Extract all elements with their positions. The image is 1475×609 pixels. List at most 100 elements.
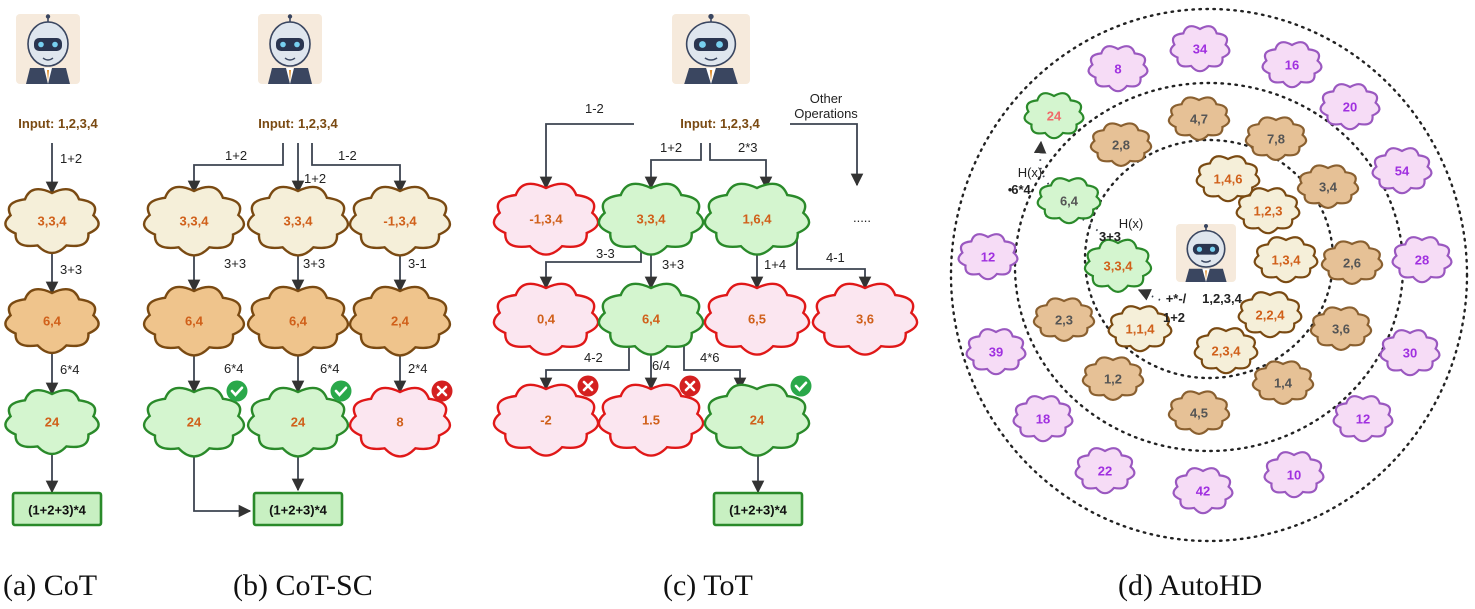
tot-edge-top-1: [539, 123, 634, 190]
cot-sc-col2-node-2-shape: [246, 285, 350, 357]
cot-sc-col1-op-2: 6*4: [224, 361, 244, 376]
cot-answer-box: [11, 491, 103, 527]
cot-sc-robot-avatar: [258, 14, 322, 84]
autohd-middle-node-8-label: 1,2: [1104, 372, 1122, 387]
cot-sc-col3-node-3: 8: [348, 386, 452, 458]
autohd-middle-node-4-label: 2,6: [1343, 256, 1361, 271]
autohd-outer-node-4: 54: [1371, 147, 1433, 195]
autohd-robot-avatar-tie: [1205, 270, 1207, 281]
autohd-inner-node-2-shape: [1235, 187, 1301, 235]
cot-node-2: 6,4: [4, 288, 100, 355]
tot-level2-node-3-label: 6,5: [748, 312, 766, 327]
tot-other-operations-line-1: Other: [810, 91, 843, 106]
autohd-middle-node-1: 4,7: [1167, 96, 1231, 142]
autohd-ring-3: [949, 7, 1469, 543]
tot-level1-node-3-label: 1,6,4: [743, 212, 773, 227]
autohd-outer-node-6: 30: [1379, 329, 1441, 377]
autohd-op-outer-label: 6*4: [1011, 182, 1031, 197]
tot-level1-node-2-shape: [597, 182, 705, 256]
autohd-middle-node-1-shape: [1167, 96, 1231, 142]
cot-sc-robot-avatar-visor: [276, 38, 304, 51]
cot-sc-col1-node-1: 3,3,4: [142, 185, 246, 257]
cot-sc-branch-op-3: 1-2: [338, 148, 357, 163]
cot-robot-avatar-visor: [34, 38, 62, 51]
cot-sc-col3-node-1-shape: [348, 185, 452, 257]
tot-robot-avatar-tie: [709, 70, 713, 82]
robot-avatars: [16, 13, 1236, 282]
cot-sc-col1-node-2-label: 6,4: [185, 314, 204, 329]
cot-robot-avatar-antenna-tip: [45, 14, 51, 19]
cot-sc-col3-node-2-shape: [348, 285, 452, 357]
autohd-outer-node-5-shape: [1391, 236, 1453, 284]
tot-level3-node-1-shape: [492, 383, 600, 457]
autohd-inner-node-6: 1,1,4: [1107, 305, 1173, 353]
autohd-inner-node-3-shape: [1253, 236, 1319, 284]
tot-level2-node-4: 3,6: [811, 282, 919, 356]
autohd-outer-node-8-shape: [1263, 451, 1325, 499]
caption-tot: (c) ToT: [663, 569, 753, 602]
autohd-hx-inner-label: H(x): [1119, 216, 1144, 231]
cot-sc-robot-avatar-eye-left: [280, 41, 286, 48]
autohd-inner-node-6-label: 1,1,4: [1126, 322, 1156, 337]
tot-robot-avatar-mouth: [704, 57, 718, 61]
autohd-middle-node-6-label: 1,4: [1274, 376, 1293, 391]
autohd-outer-node-12: 39: [965, 328, 1027, 376]
autohd-outer-node-9-shape: [1172, 467, 1234, 515]
cot-robot-avatar: [16, 14, 80, 84]
cot-input-label: Input: 1,2,3,4: [18, 116, 98, 131]
cot-sc-col2-node-2-label: 6,4: [289, 314, 308, 329]
cot-sc-robot-avatar-tie: [289, 70, 291, 82]
cot-node-2-shape: [4, 288, 100, 355]
tot-level3-op-1: 4-2: [584, 350, 603, 365]
tot-level3-op-2: 6/4: [652, 358, 670, 373]
autohd-middle-node-9-shape: [1032, 297, 1096, 343]
cot-sc-answer-label: (1+2+3)*4: [269, 503, 328, 518]
autohd-middle-node-9: 2,3: [1032, 297, 1096, 343]
autohd-outer-node-9: 42: [1172, 467, 1234, 515]
autohd-outer-node-1-shape: [1169, 25, 1231, 73]
tot-level2-node-4-label: 3,6: [856, 312, 874, 327]
cot-sc-col3-node-3-shape: [348, 386, 452, 458]
cot-node-1-shape: [4, 188, 100, 255]
cot-sc-col2-node-1-shape: [246, 185, 350, 257]
tot-edge-top-3: [709, 143, 773, 190]
tot-cross-badge-1-cross-icon: [582, 380, 594, 392]
autohd-middle-node-3: 3,4: [1296, 164, 1360, 210]
autohd-robot-avatar-eye-right: [1209, 246, 1216, 252]
cot-step-1: 1+2: [60, 151, 82, 166]
autohd-outer-node-10: 22: [1074, 447, 1136, 495]
tot-level3-node-2-label: 1.5: [642, 413, 660, 428]
autohd-middle-node-4-shape: [1320, 240, 1384, 286]
autohd-outer-node-15-label: 24: [1047, 109, 1062, 124]
cot-sc-col1-node-2: 6,4: [142, 285, 246, 357]
tot-level1-node-2: 3,3,4: [597, 182, 705, 256]
autohd-inner-node-2: 1,2,3: [1235, 187, 1301, 235]
autohd-outer-node-3-shape: [1319, 83, 1381, 131]
autohd-robot-avatar: [1176, 224, 1236, 282]
autohd-inner-node-7-shape: [1083, 238, 1153, 293]
autohd-outer-node-15: 24: [1023, 92, 1085, 140]
autohd-inner-node-5-shape: [1193, 327, 1259, 375]
cot-answer: (1+2+3)*4: [11, 491, 103, 527]
autohd-inner-node-4: 2,2,4: [1237, 291, 1303, 339]
cot-sc-col2-node-1: 3,3,4: [246, 185, 350, 257]
autohd-inner-node-5: 2,3,4: [1193, 327, 1259, 375]
autohd-outer-node-14: 8: [1087, 45, 1149, 93]
autohd-ops-root-label: +*-/: [1166, 291, 1187, 306]
autohd-inner-node-1-shape: [1195, 155, 1261, 203]
cot-sc-col2-check-badge-check-icon: [334, 386, 348, 397]
autohd-outer-node-5-label: 28: [1415, 253, 1429, 268]
tot-level1-node-3-shape: [703, 182, 811, 256]
cot-robot-avatar-tie: [47, 70, 49, 82]
tot-level2-op-1: 3-3: [596, 246, 615, 261]
autohd-outer-node-13-shape: [957, 233, 1019, 281]
tot-robot-avatar-eye-right: [716, 41, 723, 48]
autohd-outer-node-14-shape: [1087, 45, 1149, 93]
autohd-outer-node-7-label: 12: [1356, 412, 1370, 427]
cot-answer-label: (1+2+3)*4: [28, 503, 87, 518]
autohd-outer-node-3-label: 20: [1343, 100, 1357, 115]
autohd-robot-avatar-visor: [1192, 243, 1220, 255]
cot-robot-avatar-eye-left: [38, 41, 44, 48]
tot-level2-node-1-label: 0,4: [537, 312, 556, 327]
tot-level2-node-2: 6,4: [597, 282, 705, 356]
